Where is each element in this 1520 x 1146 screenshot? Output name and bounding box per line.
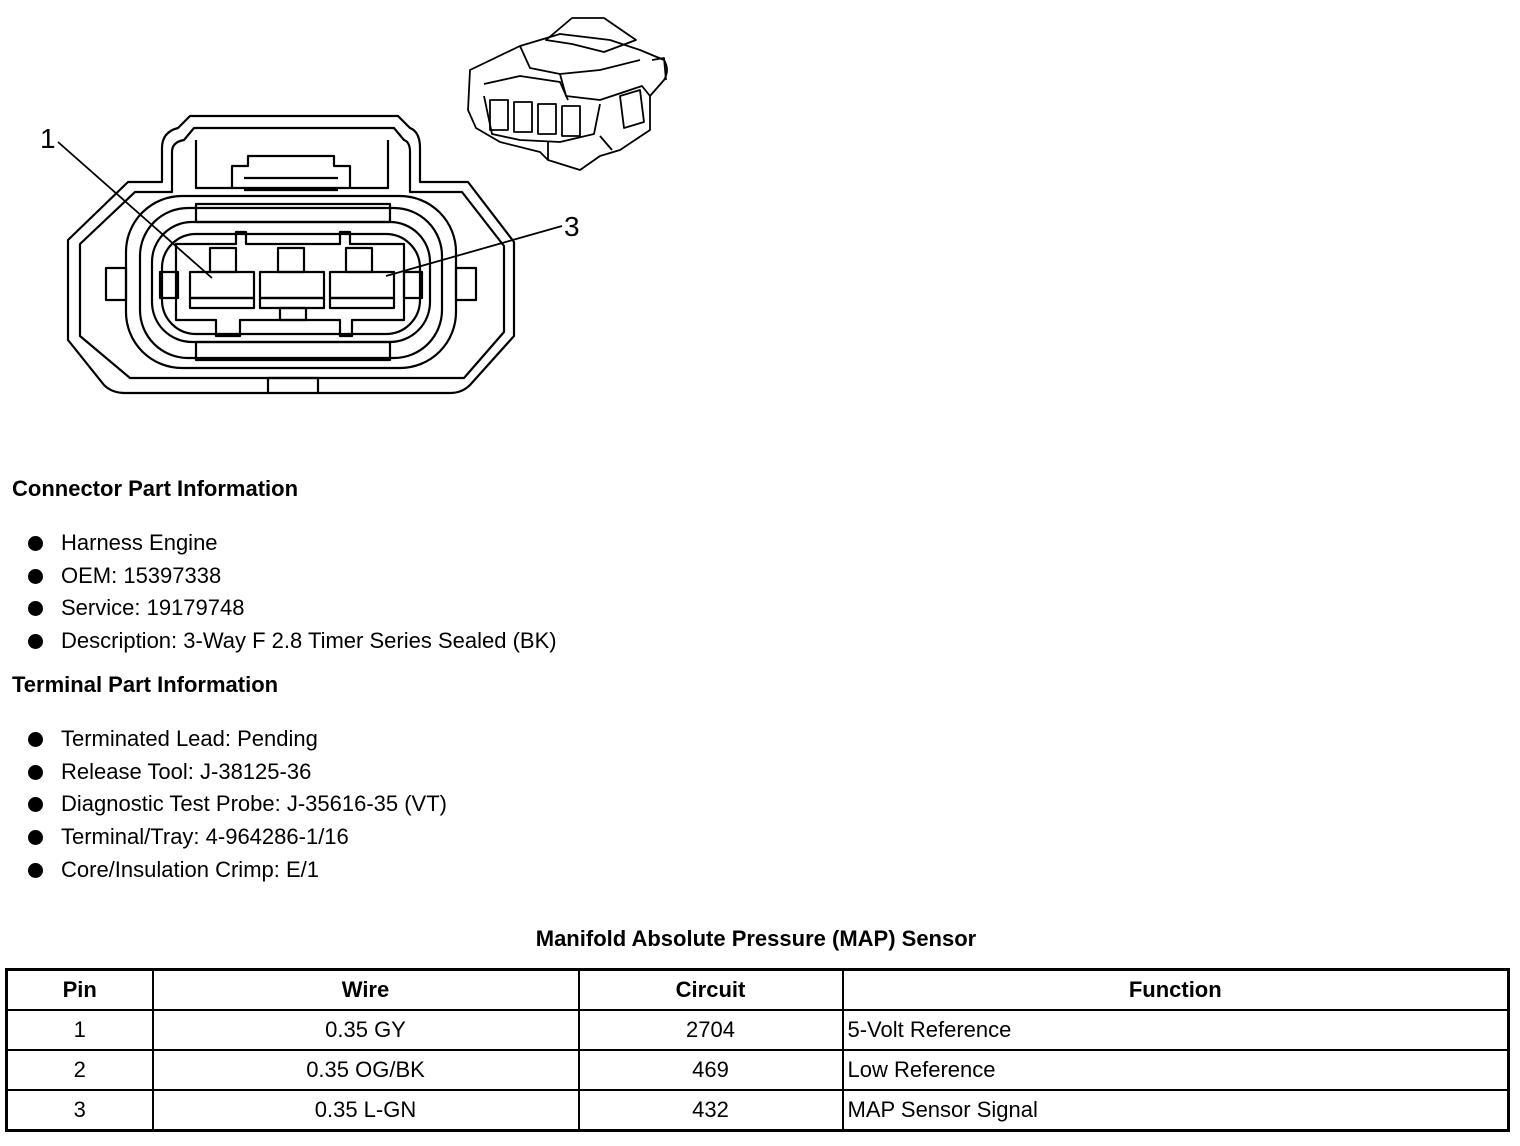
list-item: Release Tool: J-38125-36 bbox=[28, 756, 447, 789]
cell-circuit: 432 bbox=[577, 1089, 844, 1132]
cell-function: MAP Sensor Signal bbox=[841, 1089, 1510, 1132]
callout-3-label: 3 bbox=[564, 211, 580, 242]
connector-isometric-view bbox=[467, 17, 668, 171]
list-item: Terminated Lead: Pending bbox=[28, 723, 447, 756]
bullet-icon bbox=[28, 731, 43, 747]
list-item-text: Core/Insulation Crimp: E/1 bbox=[61, 856, 319, 882]
cell-function: 5-Volt Reference bbox=[841, 1009, 1510, 1051]
column-header-wire: Wire bbox=[151, 968, 580, 1011]
cell-circuit: 469 bbox=[577, 1049, 844, 1091]
table-title: Manifold Absolute Pressure (MAP) Sensor bbox=[535, 926, 977, 951]
column-header-circuit: Circuit bbox=[577, 968, 844, 1011]
pin-table: Pin Wire Circuit Function 1 0.35 GY 2704… bbox=[5, 968, 1510, 1132]
callout-1-leader bbox=[57, 141, 213, 279]
cell-pin: 3 bbox=[5, 1089, 154, 1132]
list-item-text: OEM: 15397338 bbox=[61, 562, 222, 588]
cell-wire: 0.35 L-GN bbox=[151, 1089, 580, 1132]
list-item: Diagnostic Test Probe: J-35616-35 (VT) bbox=[28, 788, 447, 821]
cell-function: Low Reference bbox=[841, 1049, 1510, 1091]
column-header-pin: Pin bbox=[5, 968, 154, 1011]
cell-pin: 1 bbox=[5, 1009, 154, 1051]
bullet-icon bbox=[28, 568, 43, 584]
terminal-part-info-heading: Terminal Part Information bbox=[12, 672, 279, 697]
list-item-text: Terminated Lead: Pending bbox=[61, 726, 318, 751]
callout-3-leader bbox=[385, 225, 563, 277]
bullet-icon bbox=[28, 601, 43, 617]
connector-diagram: 1 3 bbox=[40, 17, 668, 395]
table-row: 3 0.35 L-GN 432 MAP Sensor Signal bbox=[5, 1089, 1510, 1132]
bullet-icon bbox=[28, 862, 43, 878]
bullet-icon bbox=[28, 633, 43, 649]
list-item-text: Diagnostic Test Probe: J-35616-35 (VT) bbox=[61, 791, 447, 817]
terminal-part-info-list: Terminated Lead: Pending Release Tool: J… bbox=[28, 723, 447, 886]
cell-pin: 2 bbox=[5, 1049, 154, 1091]
connector-part-info-list: Harness Engine OEM: 15397338 Service: 19… bbox=[28, 527, 557, 658]
list-item: Description: 3-Way F 2.8 Timer Series Se… bbox=[28, 625, 557, 658]
callout-leaders bbox=[57, 141, 563, 279]
cell-wire: 0.35 GY bbox=[151, 1009, 580, 1051]
list-item: Service: 19179748 bbox=[28, 592, 557, 625]
connector-face bbox=[66, 114, 516, 395]
callout-1-label: 1 bbox=[40, 123, 56, 154]
table-row: 2 0.35 OG/BK 469 Low Reference bbox=[5, 1049, 1510, 1091]
list-item: OEM: 15397338 bbox=[28, 560, 557, 593]
list-item-text: Description: 3-Way F 2.8 Timer Series Se… bbox=[61, 628, 557, 654]
table-header-row: Pin Wire Circuit Function bbox=[5, 968, 1510, 1011]
list-item-text: Release Tool: J-38125-36 bbox=[61, 758, 312, 784]
list-item: Terminal/Tray: 4-964286-1/16 bbox=[28, 821, 447, 854]
column-header-function: Function bbox=[841, 968, 1510, 1011]
bullet-icon bbox=[28, 764, 43, 780]
cell-circuit: 2704 bbox=[577, 1009, 844, 1051]
list-item: Core/Insulation Crimp: E/1 bbox=[28, 854, 447, 887]
bullet-icon bbox=[28, 797, 43, 813]
table-row: 1 0.35 GY 2704 5-Volt Reference bbox=[5, 1009, 1510, 1051]
connector-part-info-heading: Connector Part Information bbox=[12, 476, 299, 501]
list-item: Harness Engine bbox=[28, 527, 557, 560]
cell-wire: 0.35 OG/BK bbox=[151, 1049, 580, 1091]
bullet-icon bbox=[28, 535, 43, 551]
list-item-text: Service: 19179748 bbox=[61, 595, 245, 621]
list-item-text: Harness Engine bbox=[61, 530, 218, 555]
bullet-icon bbox=[28, 829, 43, 845]
list-item-text: Terminal/Tray: 4-964286-1/16 bbox=[61, 824, 349, 850]
